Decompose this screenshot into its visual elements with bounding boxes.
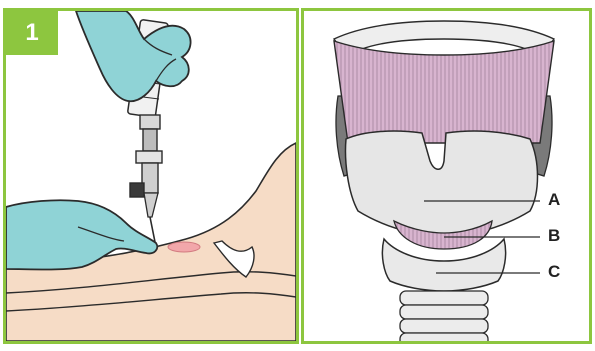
larynx-anatomy-illustration (304, 11, 589, 341)
step-number-badge: 1 (6, 11, 58, 55)
callout-c: C (548, 262, 560, 282)
trachea (400, 291, 488, 341)
upper-glove-hand (76, 11, 191, 101)
thyroid-cartilage (346, 131, 538, 237)
left-panel: 1 (3, 8, 299, 344)
right-panel: A B C (301, 8, 592, 344)
puncture-site (168, 242, 200, 252)
thyrohyoid-membrane (334, 41, 554, 143)
callout-a: A (548, 190, 560, 210)
callout-b: B (548, 226, 560, 246)
hyoid-bone (334, 21, 554, 51)
needle-insertion-illustration (6, 11, 296, 341)
